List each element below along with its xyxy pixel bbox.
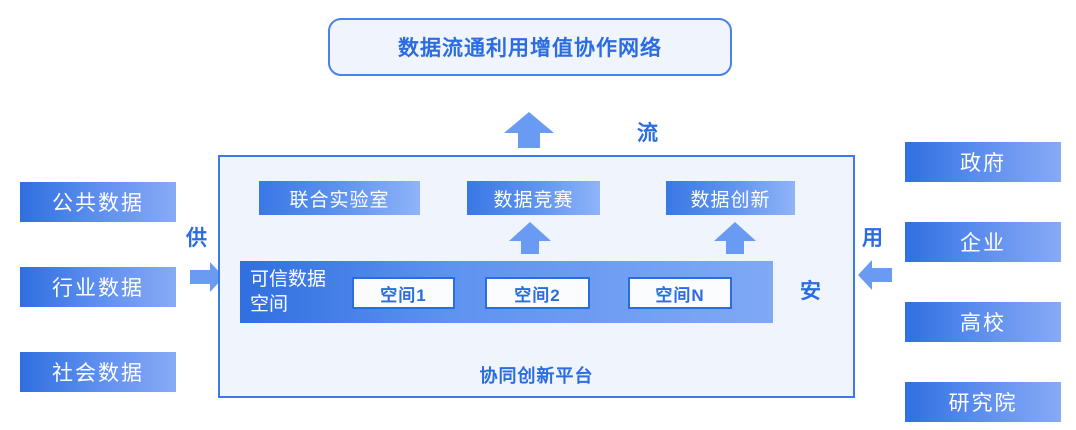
diagram-title-box: 数据流通利用增值协作网络 <box>328 18 732 76</box>
activity-data-competition: 数据竞赛 <box>467 181 600 215</box>
supply-item-public-data: 公共数据 <box>20 182 176 222</box>
demand-item-label: 企业 <box>960 232 1006 255</box>
supply-item-label: 社会数据 <box>52 362 144 385</box>
demand-item-research-institute: 研究院 <box>905 382 1061 422</box>
data-space-2: 空间2 <box>485 277 590 309</box>
keyword-use: 用 <box>862 227 883 250</box>
demand-item-label: 政府 <box>960 152 1006 175</box>
data-space-1: 空间1 <box>352 277 455 309</box>
activity-label: 联合实验室 <box>289 189 390 211</box>
demand-item-university: 高校 <box>905 302 1061 342</box>
activity-data-innovation: 数据创新 <box>666 181 795 215</box>
data-space-label: 空间1 <box>380 285 427 305</box>
arrow-right-icon-supply <box>190 262 224 292</box>
trusted-data-space-title: 可信数据空间 <box>250 269 327 315</box>
arrow-up-icon-to-innovation <box>714 222 756 254</box>
keyword-supply: 供 <box>186 227 207 250</box>
platform-caption: 协同创新平台 <box>479 366 594 386</box>
data-space-label: 空间2 <box>514 285 561 305</box>
arrow-up-icon-to-competition <box>509 222 551 254</box>
keyword-flow: 流 <box>637 122 658 145</box>
supply-item-industry-data: 行业数据 <box>20 267 176 307</box>
activity-label: 数据竞赛 <box>493 189 574 211</box>
demand-item-label: 高校 <box>960 312 1006 335</box>
data-space-n: 空间N <box>628 277 732 309</box>
keyword-security: 安 <box>800 280 821 303</box>
demand-item-label: 研究院 <box>948 392 1018 415</box>
supply-item-label: 行业数据 <box>52 277 144 300</box>
data-space-label: 空间N <box>655 285 705 305</box>
arrow-left-icon-use <box>858 260 892 290</box>
arrow-up-icon-flow <box>504 112 554 148</box>
activity-label: 数据创新 <box>690 189 771 211</box>
activity-joint-lab: 联合实验室 <box>259 181 420 215</box>
supply-item-label: 公共数据 <box>52 192 144 215</box>
trusted-data-space-band: 可信数据空间 空间1 空间2 空间N <box>240 261 773 323</box>
demand-item-enterprise: 企业 <box>905 222 1061 262</box>
diagram-title-text: 数据流通利用增值协作网络 <box>398 37 662 60</box>
demand-item-government: 政府 <box>905 142 1061 182</box>
supply-item-social-data: 社会数据 <box>20 352 176 392</box>
